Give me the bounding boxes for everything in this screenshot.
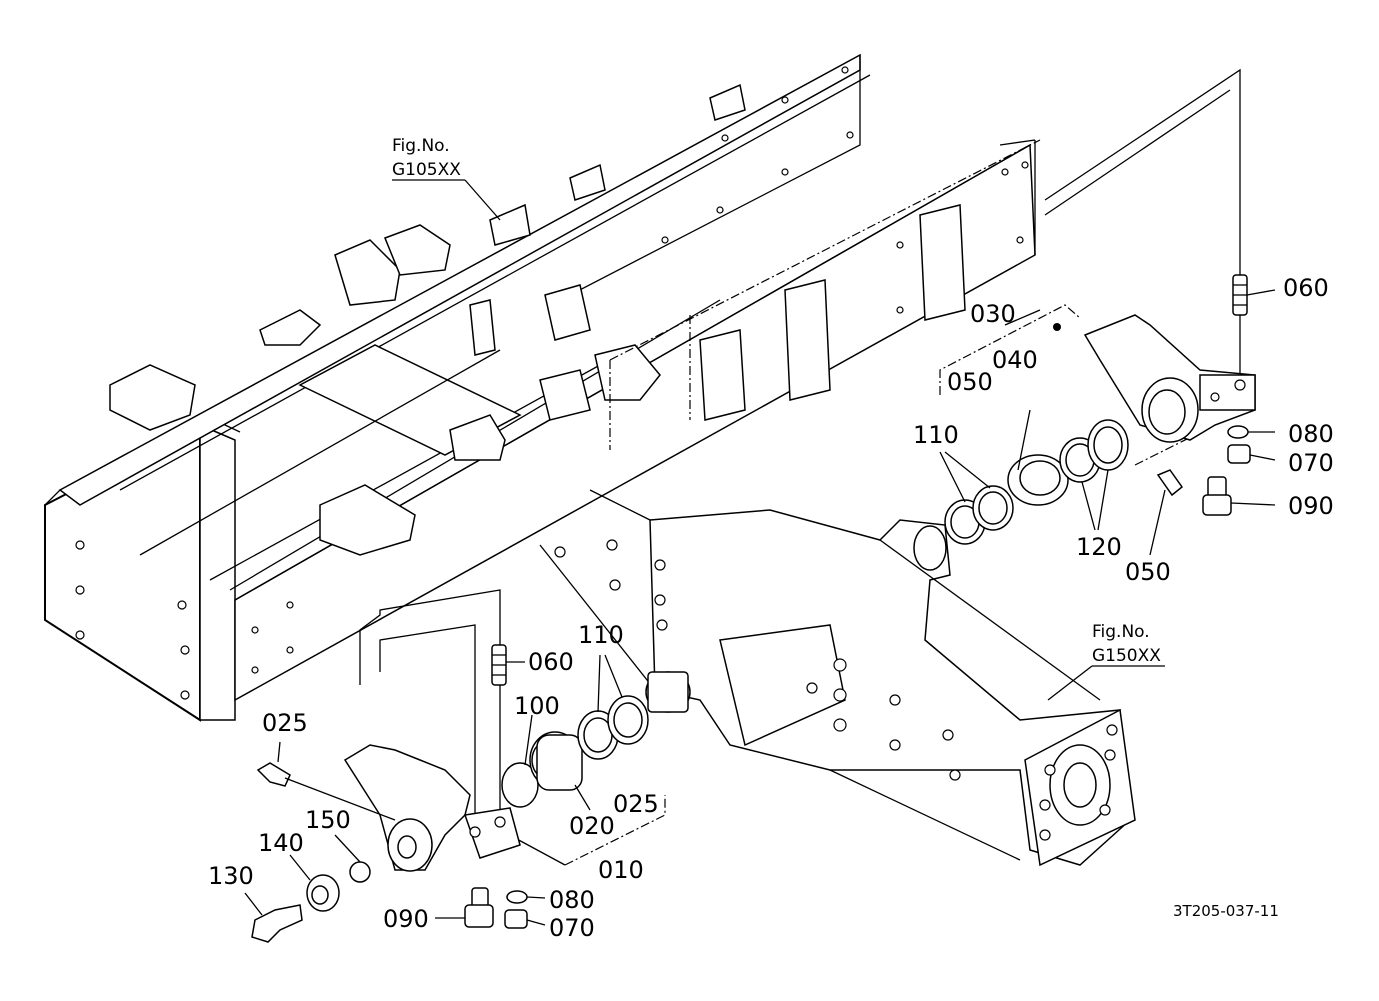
label-070-bottom: 070 [549,914,595,942]
label-120: 120 [1076,533,1122,561]
label-150: 150 [305,806,351,834]
label-100: 100 [514,692,560,720]
label-040: 040 [992,346,1038,374]
part-labels: 060 030 040 050 110 080 070 090 120 050 … [208,274,1334,942]
label-020: 020 [569,812,615,840]
label-080-right: 080 [1288,420,1334,448]
axle-housing-drawing [539,489,1136,867]
label-090-bottom: 090 [383,905,429,933]
fig-ref-frame: Fig.No. G105XX [392,136,501,221]
fig-ref-frame-line1: Fig.No. [392,136,450,156]
frame-holes [75,66,1029,700]
label-130: 130 [208,862,254,890]
fig-ref-axle-line2: G150XX [1092,646,1161,666]
fig-ref-axle-line1: Fig.No. [1092,622,1150,642]
drawing-code: 3T205-037-11 [1173,902,1279,920]
label-025-left: 025 [262,709,308,737]
label-025-mid: 025 [613,790,659,818]
label-060-top: 060 [1283,274,1329,302]
right-bracket-assembly [939,274,1276,556]
label-090-right: 090 [1288,492,1334,520]
label-010: 010 [598,856,644,884]
fig-ref-axle: Fig.No. G150XX [1047,622,1165,701]
fig-ref-frame-line2: G105XX [392,160,461,180]
label-050-top: 050 [947,368,993,396]
label-050-right: 050 [1125,558,1171,586]
chassis-frame-drawing [44,53,1241,722]
label-110-top: 110 [913,421,959,449]
left-bracket-assembly [244,589,666,943]
label-110-left: 110 [578,621,624,649]
label-060-left: 060 [528,648,574,676]
label-080-bottom: 080 [549,886,595,914]
frame-brackets [109,83,966,556]
label-030: 030 [970,300,1016,328]
label-070-right: 070 [1288,449,1334,477]
label-140: 140 [258,829,304,857]
